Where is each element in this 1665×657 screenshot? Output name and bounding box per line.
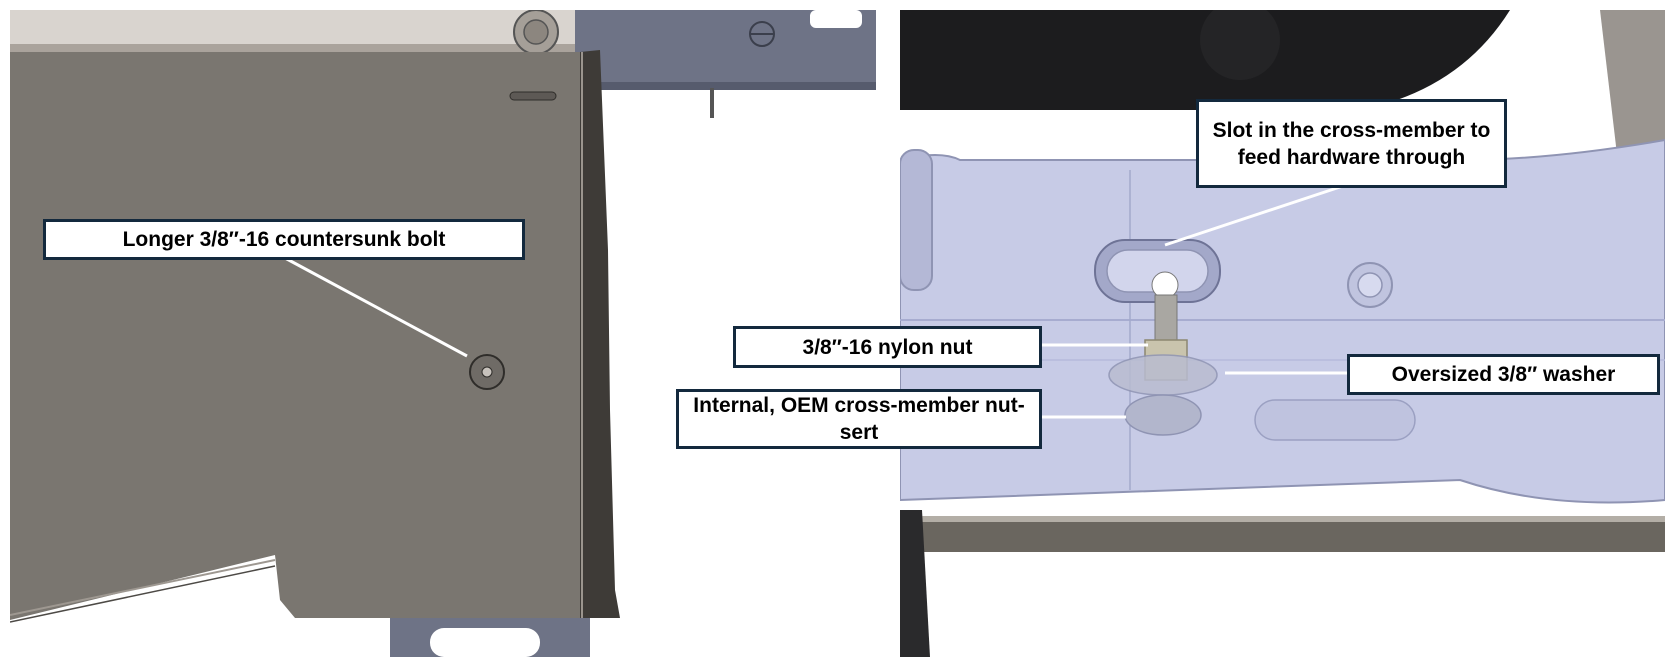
bracket-side-face — [580, 50, 620, 618]
bolt-tip — [1151, 271, 1179, 299]
washer-icon — [1108, 354, 1218, 396]
frame-rail-edge — [575, 82, 876, 90]
left-knuckle — [900, 149, 933, 291]
bracket-plate — [10, 52, 580, 620]
right-support — [1600, 10, 1665, 180]
cross-member — [900, 138, 1665, 504]
nut-sert-icon — [1124, 394, 1202, 436]
left-view-panel — [10, 10, 876, 657]
frame-slot — [810, 10, 862, 28]
callout-washer: Oversized 3/8″ washer — [1347, 354, 1660, 395]
right-view-drawing — [900, 10, 1665, 657]
callout-nylon-nut: 3/8″-16 nylon nut — [733, 326, 1042, 368]
top-rail — [10, 10, 580, 46]
left-dark-edge — [900, 510, 930, 657]
callout-slot: Slot in the cross-member to feed hardwar… — [1196, 99, 1507, 188]
tire-shadow — [900, 10, 1510, 110]
plate-slot — [509, 91, 557, 101]
top-rail-edge — [10, 44, 580, 52]
frame-pin — [710, 88, 714, 118]
left-view-drawing — [10, 10, 876, 657]
callout-nut-sert: Internal, OEM cross-member nut-sert — [676, 389, 1042, 449]
skid-plate-edge — [910, 520, 1665, 552]
callout-countersunk-bolt: Longer 3/8″-16 countersunk bolt — [43, 219, 525, 260]
